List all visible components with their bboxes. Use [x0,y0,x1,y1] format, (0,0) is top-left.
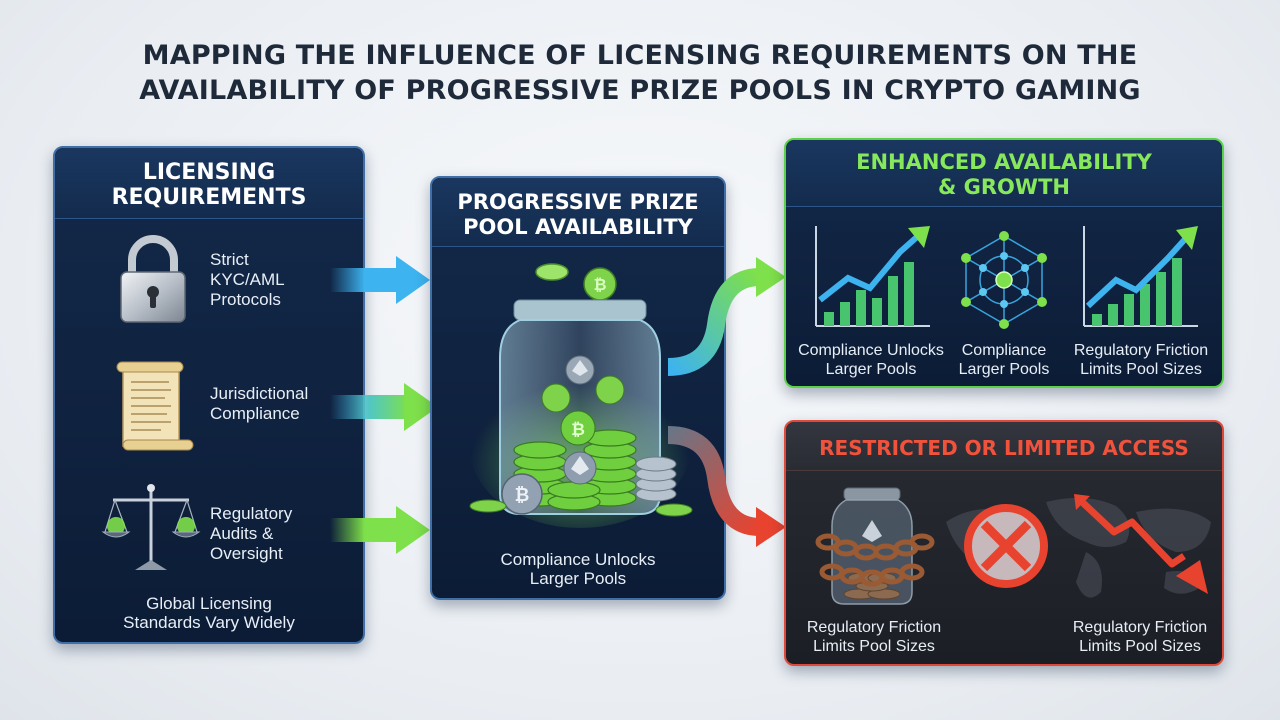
restricted-item-2-label: Regulatory Friction Limits Pool Sizes [1052,618,1228,656]
enhanced-title-line1: ENHANCED AVAILABILITY [856,150,1152,174]
licensing-footer-line2: Standards Vary Widely [123,613,295,632]
licensing-panel-title: LICENSING REQUIREMENTS [55,160,363,210]
coin-jar-icon: ₿ ₿ ₿ [469,263,693,528]
audits-line1: Regulatory [210,504,293,523]
arrow-to-restricted [667,426,786,547]
licensing-title-line2: REQUIREMENTS [111,185,307,210]
prohibited-icon [964,504,1048,588]
enhanced-item-3-line2: Limits Pool Sizes [1080,361,1202,378]
pool-title-line2: POOL AVAILABILITY [463,215,693,239]
enhanced-item-1-line1: Compliance Unlocks [798,342,944,359]
licensing-panel-header [55,148,363,219]
licensing-panel: LICENSING REQUIREMENTS Strict KYC/AML Pr… [53,146,365,644]
enhanced-panel-header [786,140,1222,207]
kyc-line3: Protocols [210,290,281,309]
pool-caption-line2: Larger Pools [529,569,627,588]
enhanced-panel-title: ENHANCED AVAILABILITY & GROWTH [786,150,1222,200]
coin-stacks: ₿ [513,355,637,511]
audits-line2: Audits & [210,524,274,543]
enhanced-panel: ENHANCED AVAILABILITY & GROWTH [784,138,1224,388]
padlock-icon [120,235,186,323]
restricted-item-1-line1: Regulatory Friction [806,619,942,636]
falling-coins: ₿ [535,263,617,301]
restricted-item-1-label: Regulatory Friction Limits Pool Sizes [786,618,962,656]
enhanced-item-2-line1: Compliance [961,342,1047,359]
jurisdiction-line2: Compliance [210,404,300,423]
pool-panel: PROGRESSIVE PRIZE POOL AVAILABILITY ₿ [430,176,726,600]
kyc-line1: Strict [210,250,249,269]
licensing-item-audits-label: Regulatory Audits & Oversight [210,504,292,564]
pool-caption: Compliance Unlocks Larger Pools [432,550,724,588]
licensing-footer-line1: Global Licensing [146,594,272,613]
restricted-item-2-line2: Limits Pool Sizes [1079,638,1201,655]
enhanced-title-line2: & GROWTH [938,175,1070,199]
enhanced-item-2-line2: Larger Pools [958,361,1050,378]
arrow-audits [330,506,430,554]
enhanced-item-1-line2: Larger Pools [825,361,917,378]
enhanced-item-1-label: Compliance Unlocks Larger Pools [788,341,954,379]
pool-panel-header [432,178,724,247]
scattered-coins: ₿ [469,456,693,517]
growth-chart-icon [815,226,930,327]
arrows-to-pool [330,256,438,554]
pool-title-line1: PROGRESSIVE PRIZE [457,190,699,214]
licensing-item-jurisdiction-label: Jurisdictional Compliance [210,384,308,424]
svg-text:₿: ₿ [571,420,585,440]
scroll-icon [116,361,194,451]
scales-icon [101,484,201,570]
arrows-to-outcomes [667,257,786,547]
page-title-line2: AVAILABILITY OF PROGRESSIVE PRIZE POOLS … [139,75,1141,106]
arrow-kyc [330,256,430,304]
enhanced-item-2-label: Compliance Larger Pools [946,341,1062,379]
restricted-panel-title: RESTRICTED OR LIMITED ACCESS [819,436,1189,460]
chained-jar-icon [815,487,935,605]
licensing-item-kyc-label: Strict KYC/AML Protocols [210,250,285,310]
arrow-to-enhanced [667,257,786,376]
page-title: MAPPING THE INFLUENCE OF LICENSING REQUI… [0,38,1280,108]
audits-line3: Oversight [210,544,283,563]
growth-chart-icon [1083,226,1198,327]
page-title-line1: MAPPING THE INFLUENCE OF LICENSING REQUI… [142,40,1138,71]
network-icon [961,231,1047,329]
kyc-line2: KYC/AML [210,270,285,289]
svg-text:₿: ₿ [515,485,530,506]
decline-arrow-icon [1074,494,1208,594]
restricted-panel-header [786,422,1222,471]
pool-caption-line1: Compliance Unlocks [500,550,656,569]
restricted-item-2-line1: Regulatory Friction [1072,619,1208,636]
enhanced-item-3-label: Regulatory Friction Limits Pool Sizes [1058,341,1224,379]
restricted-panel: RESTRICTED OR LIMITED ACCESS [784,420,1224,666]
licensing-footer: Global Licensing Standards Vary Widely [55,594,363,632]
restricted-item-1-line2: Limits Pool Sizes [813,638,935,655]
enhanced-item-3-line1: Regulatory Friction [1073,342,1209,359]
licensing-title-line1: LICENSING [142,160,276,185]
pool-panel-title: PROGRESSIVE PRIZE POOL AVAILABILITY [432,190,724,240]
svg-text:₿: ₿ [593,275,606,294]
jurisdiction-line1: Jurisdictional [210,384,309,403]
arrow-jurisdiction [330,383,438,431]
